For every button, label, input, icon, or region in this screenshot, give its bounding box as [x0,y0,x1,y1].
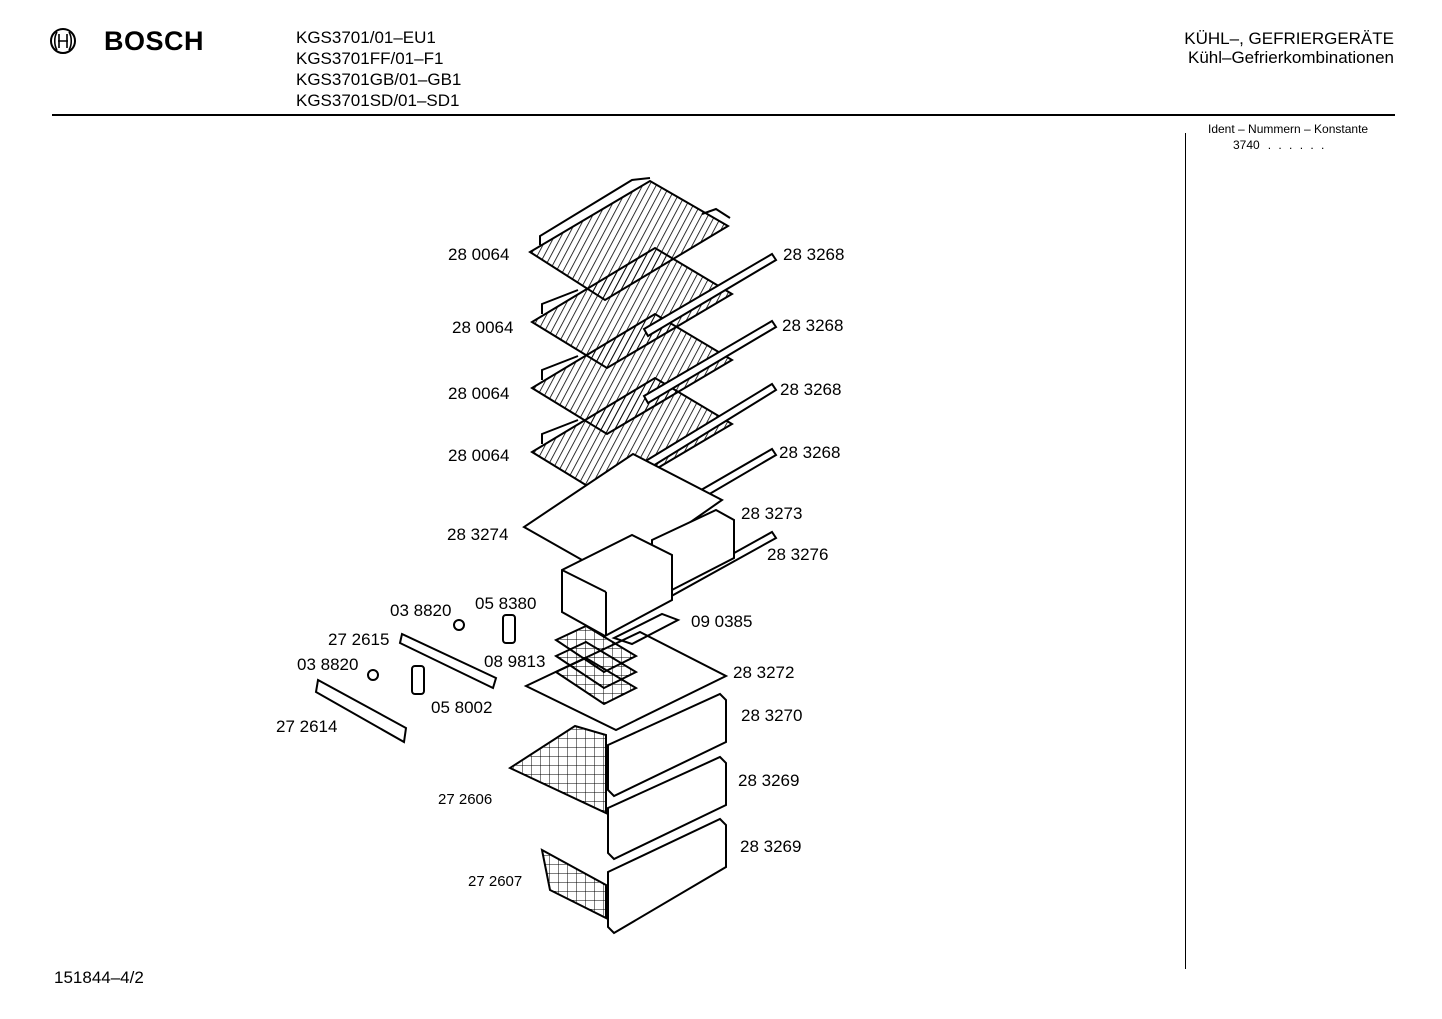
category-title: KÜHL–, GEFRIERGERÄTE [1184,29,1394,48]
shelf-2 [530,246,734,370]
part-label-scraper: 09 0385 [691,612,753,631]
model-number: KGS3701FF/01–F1 [296,49,444,68]
part-label-screw-2: 03 8820 [297,655,359,674]
model-list: KGS3701/01–EU1 KGS3701FF/01–F1 KGS3701GB… [296,27,461,111]
part-label-ice-tray: 08 9813 [484,652,546,671]
shelf-4 [530,376,734,500]
ident-value: 3740 [1233,138,1260,152]
ident-row: 3740 . . . . . . [1233,138,1326,152]
model-number: KGS3701GB/01–GB1 [296,70,462,89]
brand-name: BOSCH [104,26,205,56]
part-label-trim-2: 28 3268 [782,316,844,335]
document-number: 151844–4/2 [54,968,144,987]
part-label-drawer-front-3: 28 3269 [740,837,802,856]
header-divider [52,114,1395,116]
part-label-trim-lower: 28 3273 [741,504,803,523]
part-label-strip-1: 27 2615 [328,630,390,649]
part-label-bracket-2: 05 8002 [431,698,493,717]
part-label-trim-1: 28 3268 [783,245,845,264]
category-subtitle: Kühl–Gefrierkombinationen [1187,48,1394,67]
ident-title: Ident – Nummern – Konstante [1208,122,1369,136]
part-label-basket-2: 27 2607 [468,873,523,890]
small-parts [314,614,516,744]
part-label-screw-1: 03 8820 [390,601,452,620]
part-label-freezer-cover: 28 3272 [733,663,795,682]
part-label-shelf-1: 28 0064 [448,245,510,264]
wire-baskets [507,724,607,920]
part-label-bracket-1: 05 8380 [475,594,537,613]
part-label-shelf-2: 28 0064 [452,318,514,337]
model-number: KGS3701/01–EU1 [296,28,436,47]
part-label-rail: 28 3276 [767,545,829,564]
part-label-strip-2: 27 2614 [276,717,338,736]
side-divider [1185,133,1186,969]
shelf-3 [530,312,734,436]
part-label-shelf-3: 28 0064 [448,384,510,403]
drawer-fronts [607,692,727,935]
crisper-drawers [561,508,735,638]
model-number: KGS3701SD/01–SD1 [296,91,460,110]
part-label-drawer-front-1: 28 3270 [741,706,803,725]
shelf-1 [528,177,731,302]
part-label-drawer-front-2: 28 3269 [738,771,800,790]
part-label-trim-3: 28 3268 [780,380,842,399]
category-block: KÜHL–, GEFRIERGERÄTE Kühl–Gefrierkombina… [1184,29,1394,67]
freezer-cover [523,630,729,732]
part-label-basket-1: 27 2606 [438,791,493,808]
part-label-shelf-4: 28 0064 [448,446,510,465]
bosch-logo-icon [50,28,76,54]
ident-dots: . . . . . . [1267,138,1327,152]
ice-cube-trays [553,624,639,706]
part-label-trim-4: 28 3268 [779,443,841,462]
part-label-glass-plate: 28 3274 [447,525,509,544]
